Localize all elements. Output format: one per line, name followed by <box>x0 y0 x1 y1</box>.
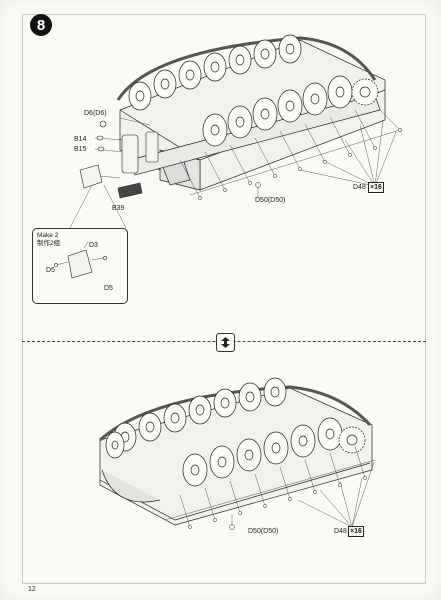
label-d5-right: D5 <box>104 285 113 292</box>
label-b14: B14 <box>74 136 87 143</box>
flip-over-icon <box>216 333 235 352</box>
page-frame <box>22 14 426 584</box>
step-number-badge: 8 <box>30 14 52 36</box>
label-d48-upper: D48 <box>353 184 366 191</box>
label-d6: D6(D6) <box>84 110 107 117</box>
quantity-badge-lower: ×16 <box>348 526 364 537</box>
label-d5-left: D5 <box>46 267 55 274</box>
page-number: 12 <box>28 586 36 593</box>
label-d48-lower: D48 <box>334 528 347 535</box>
label-d50-lower: D50(D50) <box>248 528 279 535</box>
callout-title: Make 2 制作2组 <box>37 232 61 247</box>
quantity-badge-upper: ×16 <box>368 182 384 193</box>
label-b15: B15 <box>74 146 87 153</box>
label-d3: D3 <box>89 242 98 249</box>
label-b39: B39 <box>112 205 125 212</box>
label-d50-upper: D50(D50) <box>255 197 286 204</box>
